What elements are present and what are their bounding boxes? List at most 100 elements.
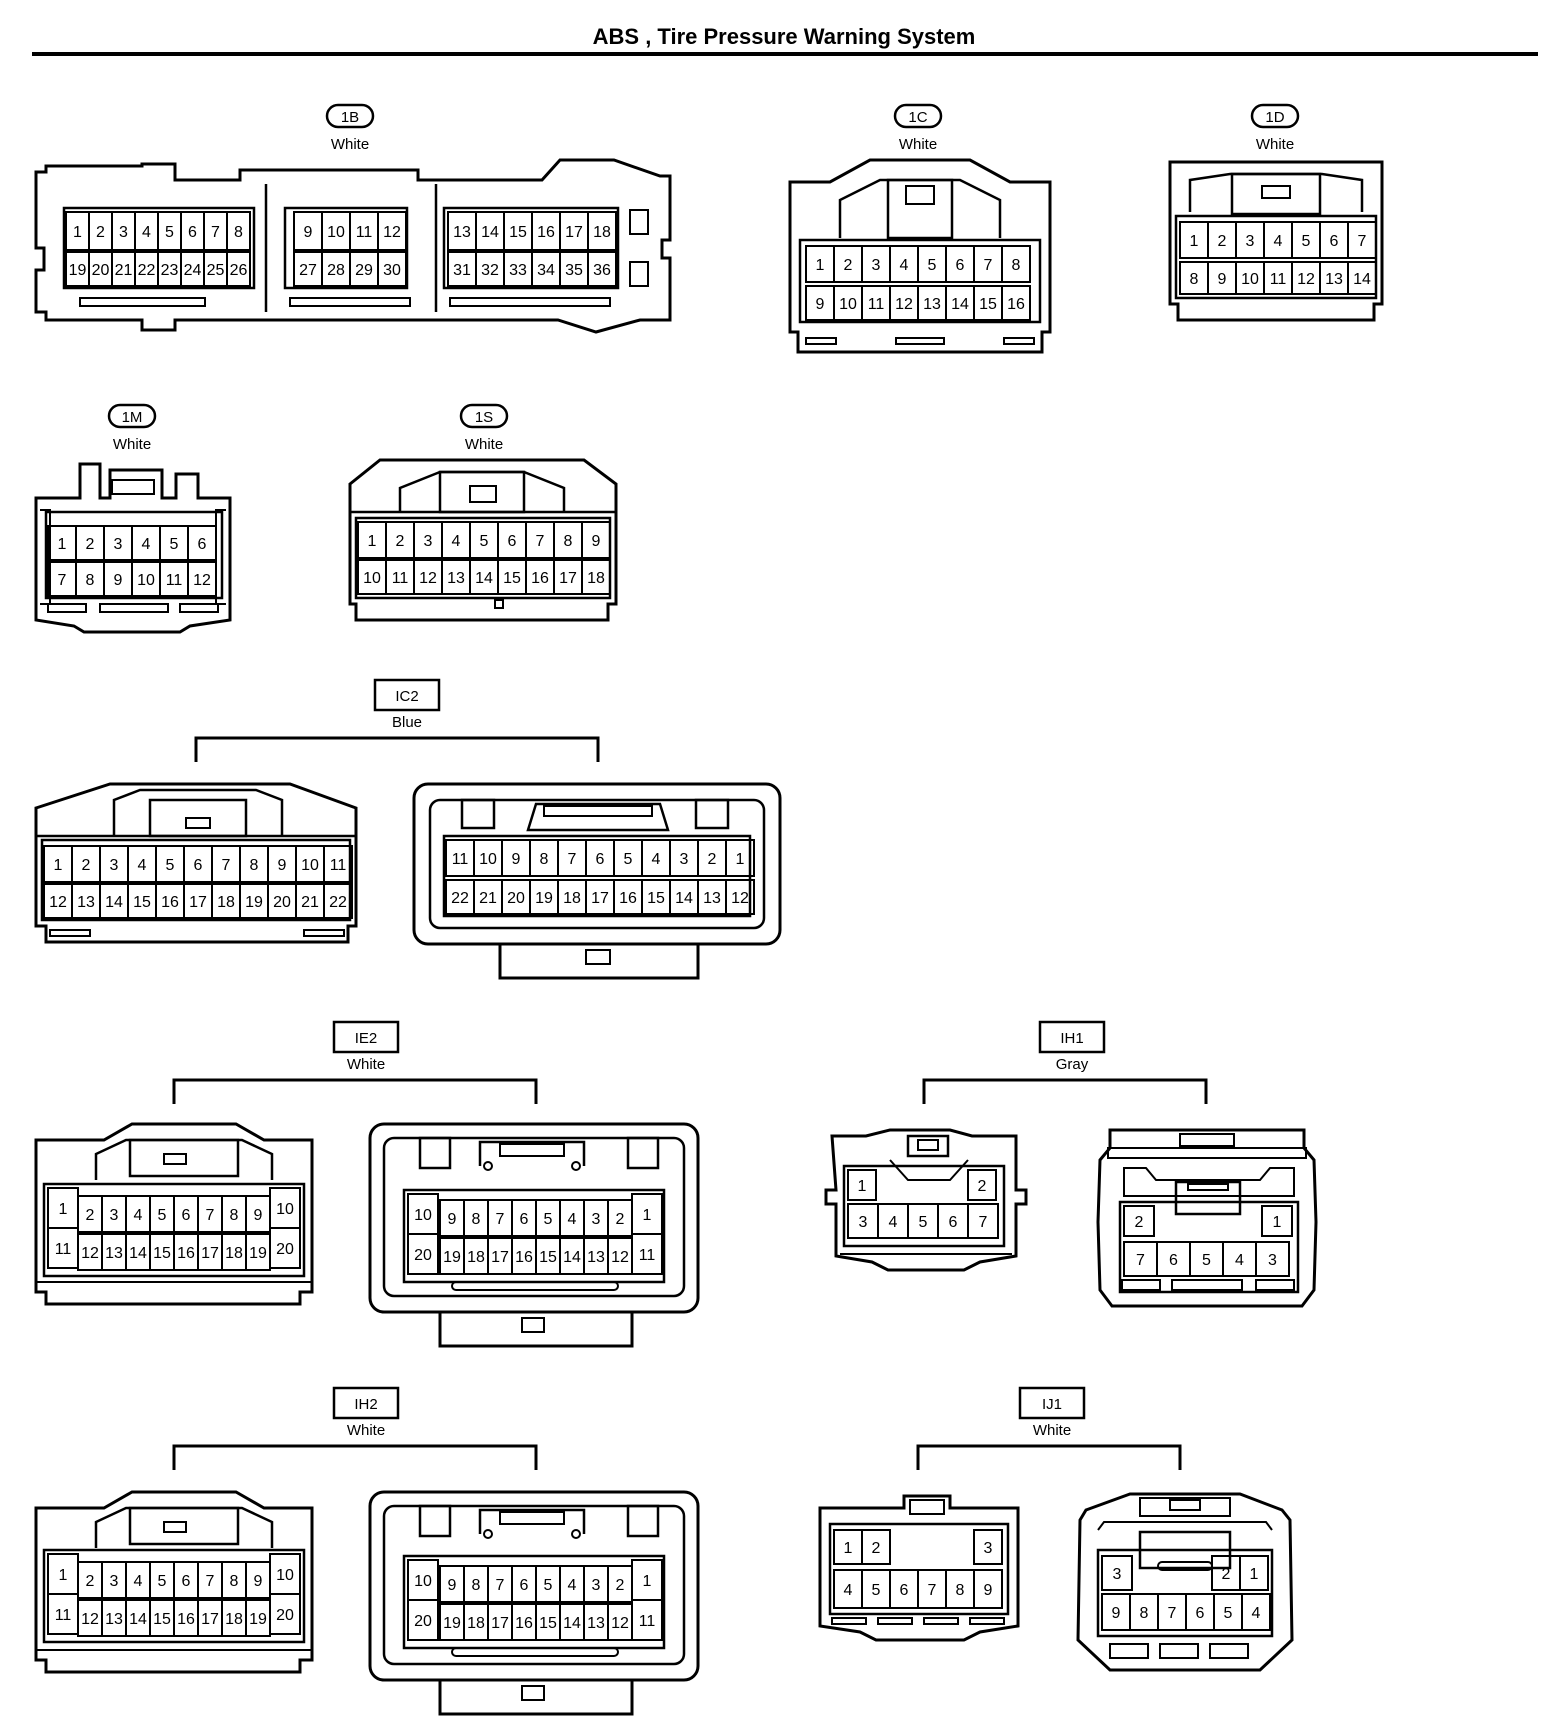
pin-number: 9 [592, 533, 601, 550]
pin-number: 4 [889, 1214, 898, 1231]
pin-number: 12 [731, 890, 749, 907]
code-pill [1250, 103, 1300, 129]
pin-number: 18 [563, 890, 581, 907]
pin-number: 7 [496, 1211, 505, 1228]
pin-number: 7 [984, 257, 993, 274]
pin-number: 11 [639, 1613, 656, 1630]
pin-number: 1 [73, 224, 82, 241]
pin-number: 12 [81, 1611, 99, 1628]
pin-number: 4 [142, 224, 151, 241]
pin-number: 3 [110, 1207, 119, 1224]
pin-number: 12 [193, 572, 211, 589]
pin-number: 9 [114, 572, 123, 589]
pin-number: 10 [839, 296, 857, 313]
pin-cell [1101, 1555, 1133, 1591]
pin-number: 10 [363, 570, 381, 587]
page-title: ABS , Tire Pressure Warning System [592, 24, 976, 49]
connector-housing-right [1076, 1492, 1294, 1672]
pin-number: 6 [182, 1573, 191, 1590]
pin-number: 8 [230, 1573, 239, 1590]
connector-color: White [347, 1056, 385, 1073]
pin-number: 15 [153, 1245, 171, 1262]
pin-number: 5 [544, 1211, 553, 1228]
pin-number: 11 [356, 224, 373, 241]
pin-cell [973, 1529, 1003, 1565]
pin-number: 8 [540, 851, 549, 868]
code-box [1018, 1386, 1086, 1420]
pin-number: 20 [414, 1247, 432, 1264]
connector-housing [788, 158, 1052, 354]
pin-number: 9 [304, 224, 313, 241]
pin-number: 2 [86, 1573, 95, 1590]
pin-number: 22 [451, 890, 469, 907]
connector-code: IJ1 [1042, 1396, 1062, 1413]
pin-number: 9 [1112, 1605, 1121, 1622]
pin-number: 7 [496, 1577, 505, 1594]
pin-number: 10 [414, 1207, 432, 1224]
pin-number: 14 [105, 894, 123, 911]
pin-number: 31 [453, 262, 471, 279]
connector-housing [1168, 160, 1384, 322]
pin-number: 15 [539, 1249, 557, 1266]
pin-number: 17 [491, 1249, 509, 1266]
pin-number: 17 [559, 570, 577, 587]
pin-number: 2 [1135, 1214, 1144, 1231]
pin-number: 13 [453, 224, 471, 241]
pin-cell [587, 251, 617, 287]
pin-number: 4 [134, 1573, 143, 1590]
pin-number: 4 [142, 536, 151, 553]
pin-number: 6 [1169, 1252, 1178, 1269]
pin-number: 8 [86, 572, 95, 589]
pin-number: 21 [115, 262, 133, 279]
connector-code: 1S [475, 409, 493, 426]
code-pill [893, 103, 943, 129]
pin-number: 6 [900, 1582, 909, 1599]
pin-number: 3 [1246, 233, 1255, 250]
pin-cell [377, 211, 407, 251]
pin-number: 3 [984, 1540, 993, 1557]
pin-number: 12 [611, 1615, 629, 1632]
pin-number: 4 [652, 851, 661, 868]
pin-number: 7 [222, 857, 231, 874]
pin-number: 1 [816, 257, 825, 274]
pin-cell [226, 211, 251, 251]
pin-number: 7 [58, 572, 67, 589]
pin-number: 2 [616, 1577, 625, 1594]
pin-number: 5 [544, 1577, 553, 1594]
connector-housing [34, 462, 232, 634]
pin-number: 5 [1224, 1605, 1233, 1622]
pin-number: 8 [956, 1582, 965, 1599]
pin-number: 17 [189, 894, 207, 911]
pin-cell [1261, 1205, 1293, 1237]
pin-number: 5 [480, 533, 489, 550]
pin-number: 20 [276, 1607, 294, 1624]
pin-cell [407, 1599, 439, 1641]
pin-number: 9 [512, 851, 521, 868]
connector-code: IE2 [355, 1030, 378, 1047]
pin-cell [377, 251, 407, 287]
pin-cell [725, 839, 755, 877]
pin-number: 11 [55, 1607, 72, 1624]
pin-number: 1 [1190, 233, 1199, 250]
pin-cell [269, 1227, 301, 1269]
pin-cell [187, 525, 217, 561]
connector-code: 1M [122, 409, 143, 426]
pin-number: 13 [105, 1245, 123, 1262]
code-box [1038, 1020, 1106, 1054]
connector-housing-left [824, 1128, 1028, 1272]
pin-number: 8 [472, 1577, 481, 1594]
pin-cell [861, 1529, 891, 1565]
pin-number: 11 [1270, 271, 1287, 288]
pin-number: 20 [276, 1241, 294, 1258]
pin-number: 7 [1168, 1605, 1177, 1622]
pin-number: 3 [114, 536, 123, 553]
pin-number: 14 [129, 1245, 147, 1262]
pin-number: 6 [182, 1207, 191, 1224]
